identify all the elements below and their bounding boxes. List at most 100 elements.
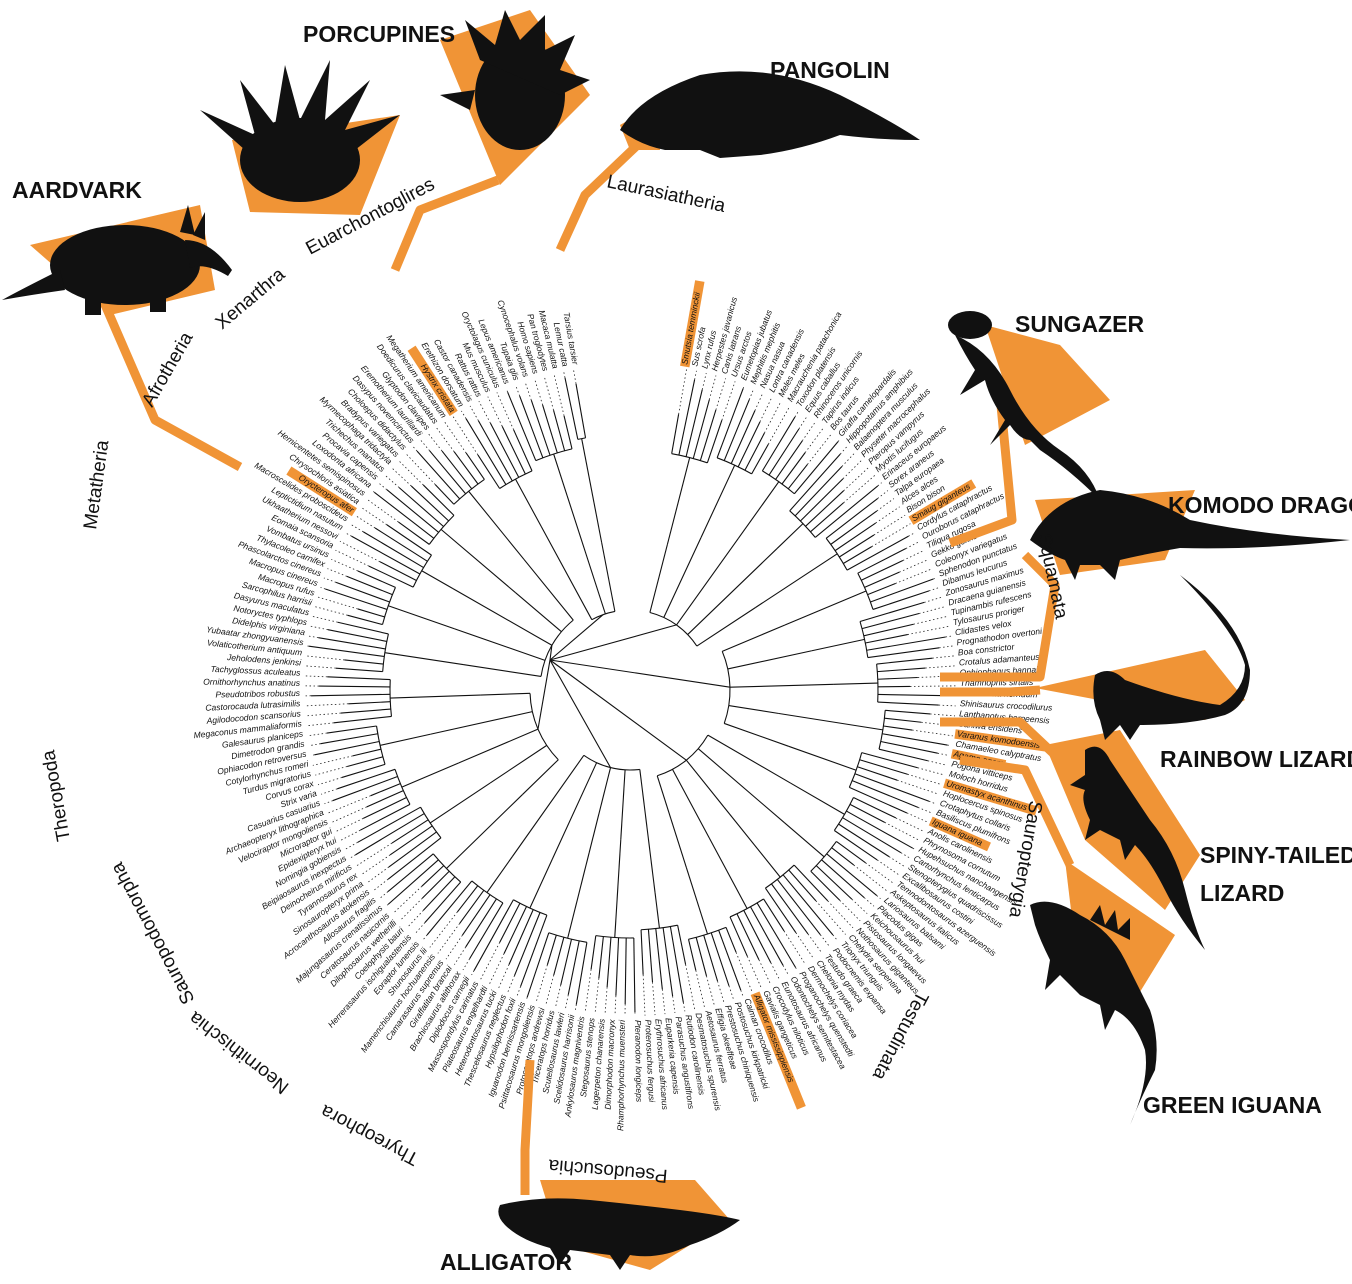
terminal-branch — [379, 561, 417, 581]
internal-branch — [639, 769, 656, 893]
tip-extension — [461, 410, 467, 419]
root-branch — [537, 659, 551, 730]
internal-branch — [811, 638, 865, 652]
terminal-branch — [389, 825, 433, 856]
clade-node-arc — [688, 926, 727, 940]
internal-branch — [656, 775, 687, 868]
terminal-branch — [553, 937, 565, 976]
terminal-branch — [775, 440, 803, 480]
tip-extension — [384, 474, 400, 488]
tip-extension — [312, 615, 338, 623]
tip-extension — [742, 384, 745, 389]
tip-extension — [802, 421, 816, 442]
komodo-dragon-label: KOMODO DRAGON — [1168, 492, 1352, 518]
terminal-branch — [640, 929, 644, 975]
terminal-branch — [499, 903, 521, 943]
aardvark-callout-connector — [98, 298, 243, 471]
terminal-branch — [501, 426, 526, 475]
tip-extension — [307, 732, 328, 737]
clade-afrotheria: Afrotheria — [138, 328, 198, 410]
root-branch — [549, 645, 553, 661]
terminal-branch — [885, 709, 931, 715]
tip-extension — [937, 752, 950, 756]
tip-extension — [355, 842, 393, 867]
terminal-branch — [647, 929, 654, 983]
tip-extension — [899, 558, 929, 573]
internal-branch — [784, 822, 825, 858]
clade-thyreophora: Thyreophora — [317, 1100, 422, 1169]
terminal-branch — [877, 693, 947, 697]
terminal-branch — [422, 870, 450, 899]
terminal-branch — [655, 928, 663, 990]
root-branch — [549, 659, 687, 761]
tip-extension — [398, 460, 424, 486]
tip-extension — [938, 704, 956, 707]
clade-neornithischia: Neornithischia — [185, 1007, 293, 1098]
tip-highlight-box — [407, 345, 458, 416]
clade-node-arc — [394, 769, 411, 805]
terminal-branch — [788, 869, 817, 902]
tip-extension — [695, 970, 705, 1008]
terminal-branch — [318, 637, 386, 650]
tip-extension — [545, 974, 555, 1006]
clade-theropoda: Theropoda — [38, 748, 75, 843]
tip-highlight-box — [954, 729, 1047, 752]
internal-branch — [588, 767, 612, 854]
internal-branch — [778, 712, 883, 731]
terminal-branch — [347, 756, 384, 768]
terminal-branch — [846, 535, 909, 571]
internal-branch — [790, 782, 845, 815]
rainbow-lizard-callout-connector — [940, 685, 1041, 697]
terminal-branch — [857, 766, 898, 781]
terminal-branch — [441, 450, 473, 490]
tip-extension — [706, 975, 715, 1006]
tip-extension — [839, 446, 848, 455]
terminal-branch — [736, 913, 760, 961]
tip-extension — [853, 864, 888, 892]
terminal-branch — [624, 937, 627, 1004]
sungazer-label: SUNGAZER — [1015, 311, 1144, 337]
terminal-branch — [699, 409, 717, 461]
terminal-branch — [473, 899, 514, 971]
tip-extension — [406, 910, 424, 929]
pangolin-callout-connector — [555, 131, 652, 252]
terminal-branch — [793, 441, 839, 495]
clade-node-arc — [428, 514, 455, 545]
terminal-branch — [520, 914, 548, 987]
tip-label: Proterosuchus fergusi — [643, 1019, 657, 1103]
tip-extension — [505, 388, 509, 393]
clade-xenarthra: Xenarthra — [212, 264, 290, 334]
tip-label: Thamnophis sirtalis — [960, 677, 1034, 688]
terminal-branch — [703, 934, 719, 982]
terminal-branch — [423, 484, 455, 516]
terminal-branch — [457, 885, 479, 913]
tip-extension — [815, 900, 846, 935]
terminal-branch — [503, 906, 528, 954]
terminal-branch — [723, 399, 750, 461]
internal-branch — [833, 682, 878, 685]
terminal-branch — [567, 940, 580, 995]
terminal-branch — [859, 601, 925, 623]
terminal-branch — [563, 415, 573, 450]
terminal-branch — [716, 388, 744, 459]
terminal-branch — [357, 570, 396, 588]
tip-extension — [304, 703, 349, 707]
internal-branch — [649, 544, 668, 613]
terminal-branch — [434, 484, 455, 505]
tip-extension — [918, 606, 946, 614]
internal-branch — [784, 590, 867, 626]
terminal-branch — [553, 410, 566, 451]
tip-extension — [391, 467, 412, 487]
terminal-branch — [366, 790, 404, 808]
tip-extension — [314, 606, 348, 616]
tip-extension — [516, 986, 521, 996]
internal-branch — [446, 794, 523, 869]
clade-node-arc — [375, 725, 386, 765]
tip-extension — [310, 754, 315, 756]
terminal-branch — [546, 934, 557, 966]
terminal-branch — [810, 870, 841, 901]
tip-extension — [877, 490, 889, 499]
tip-extension — [331, 558, 359, 572]
terminal-branch — [352, 748, 382, 757]
